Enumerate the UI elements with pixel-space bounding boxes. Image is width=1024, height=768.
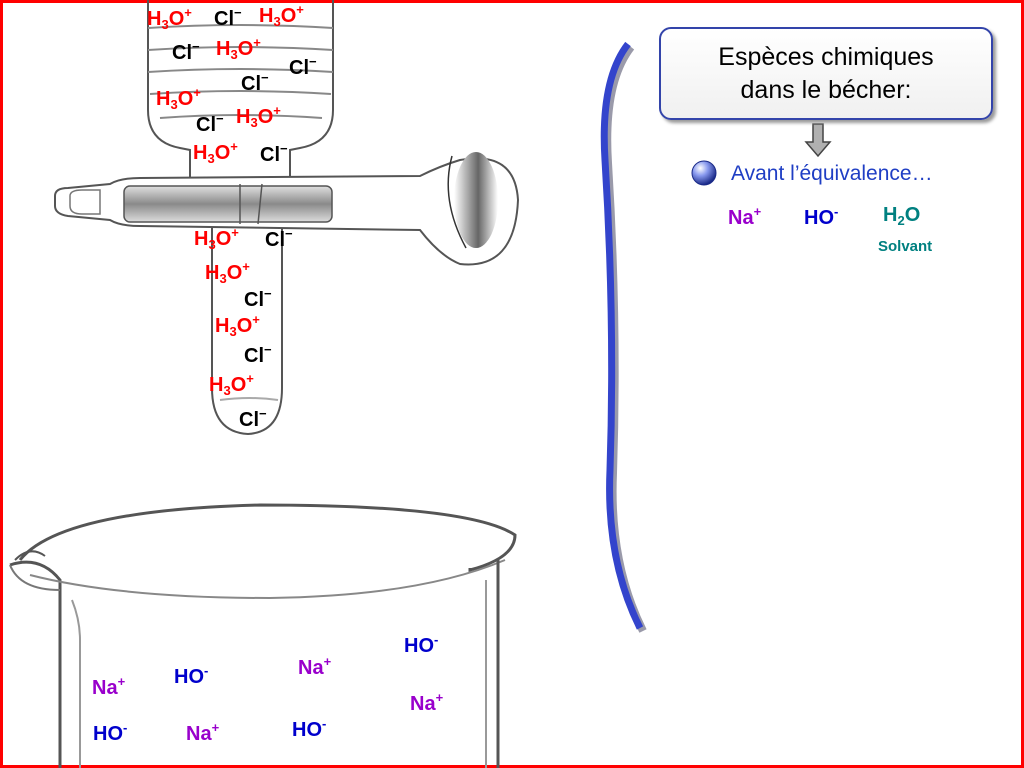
beaker-drawing <box>9 503 517 768</box>
ion-hydronium: H3O+ <box>194 225 239 252</box>
ion-chloride: Cl− <box>289 54 317 79</box>
ion-chloride: Cl− <box>260 141 288 166</box>
ion-hydronium: H3O+ <box>259 2 304 29</box>
ion-sodium: Na+ <box>298 654 332 679</box>
species-sodium: Na+ <box>728 204 762 229</box>
ion-chloride: Cl− <box>214 5 242 30</box>
ion-sodium: Na+ <box>92 674 126 699</box>
ion-chloride: Cl− <box>265 226 293 251</box>
title-line-1: Espèces chimiques <box>718 42 934 71</box>
ion-chloride: Cl− <box>244 286 272 311</box>
stage-label: Avant l’équivalence… <box>731 162 933 185</box>
ion-hydronium: H3O+ <box>147 5 192 32</box>
ion-hydronium: H3O+ <box>193 139 238 166</box>
down-arrow-icon <box>804 123 832 158</box>
ion-sodium: Na+ <box>410 690 444 715</box>
sphere-bullet-icon <box>691 160 717 186</box>
ion-hydroxide: HO- <box>174 663 209 688</box>
ion-chloride: Cl− <box>196 111 224 136</box>
ion-sodium: Na+ <box>186 720 220 745</box>
ion-hydroxide: HO- <box>93 720 128 745</box>
ion-chloride: Cl− <box>172 39 200 64</box>
water-role-label: Solvant <box>878 238 933 255</box>
ion-chloride: Cl− <box>244 342 272 367</box>
species-hydroxide: HO- <box>804 204 839 229</box>
ion-chloride: Cl− <box>241 70 269 95</box>
ion-hydronium: H3O+ <box>205 259 250 286</box>
ion-chloride: Cl− <box>239 406 267 431</box>
stopcock <box>54 152 520 266</box>
title-box: Espèces chimiques dans le bécher: <box>659 27 993 120</box>
title-text: Espèces chimiques dans le bécher: <box>718 41 933 107</box>
ion-hydronium: H3O+ <box>236 103 281 130</box>
ion-hydronium: H3O+ <box>216 35 261 62</box>
ion-hydroxide: HO- <box>292 716 327 741</box>
ion-hydronium: H3O+ <box>209 371 254 398</box>
ion-hydroxide: HO- <box>404 632 439 657</box>
species-water: H2O <box>883 204 921 228</box>
title-line-2: dans le bécher: <box>740 75 912 104</box>
ion-hydronium: H3O+ <box>215 312 260 339</box>
ion-hydronium: H3O+ <box>156 85 201 112</box>
